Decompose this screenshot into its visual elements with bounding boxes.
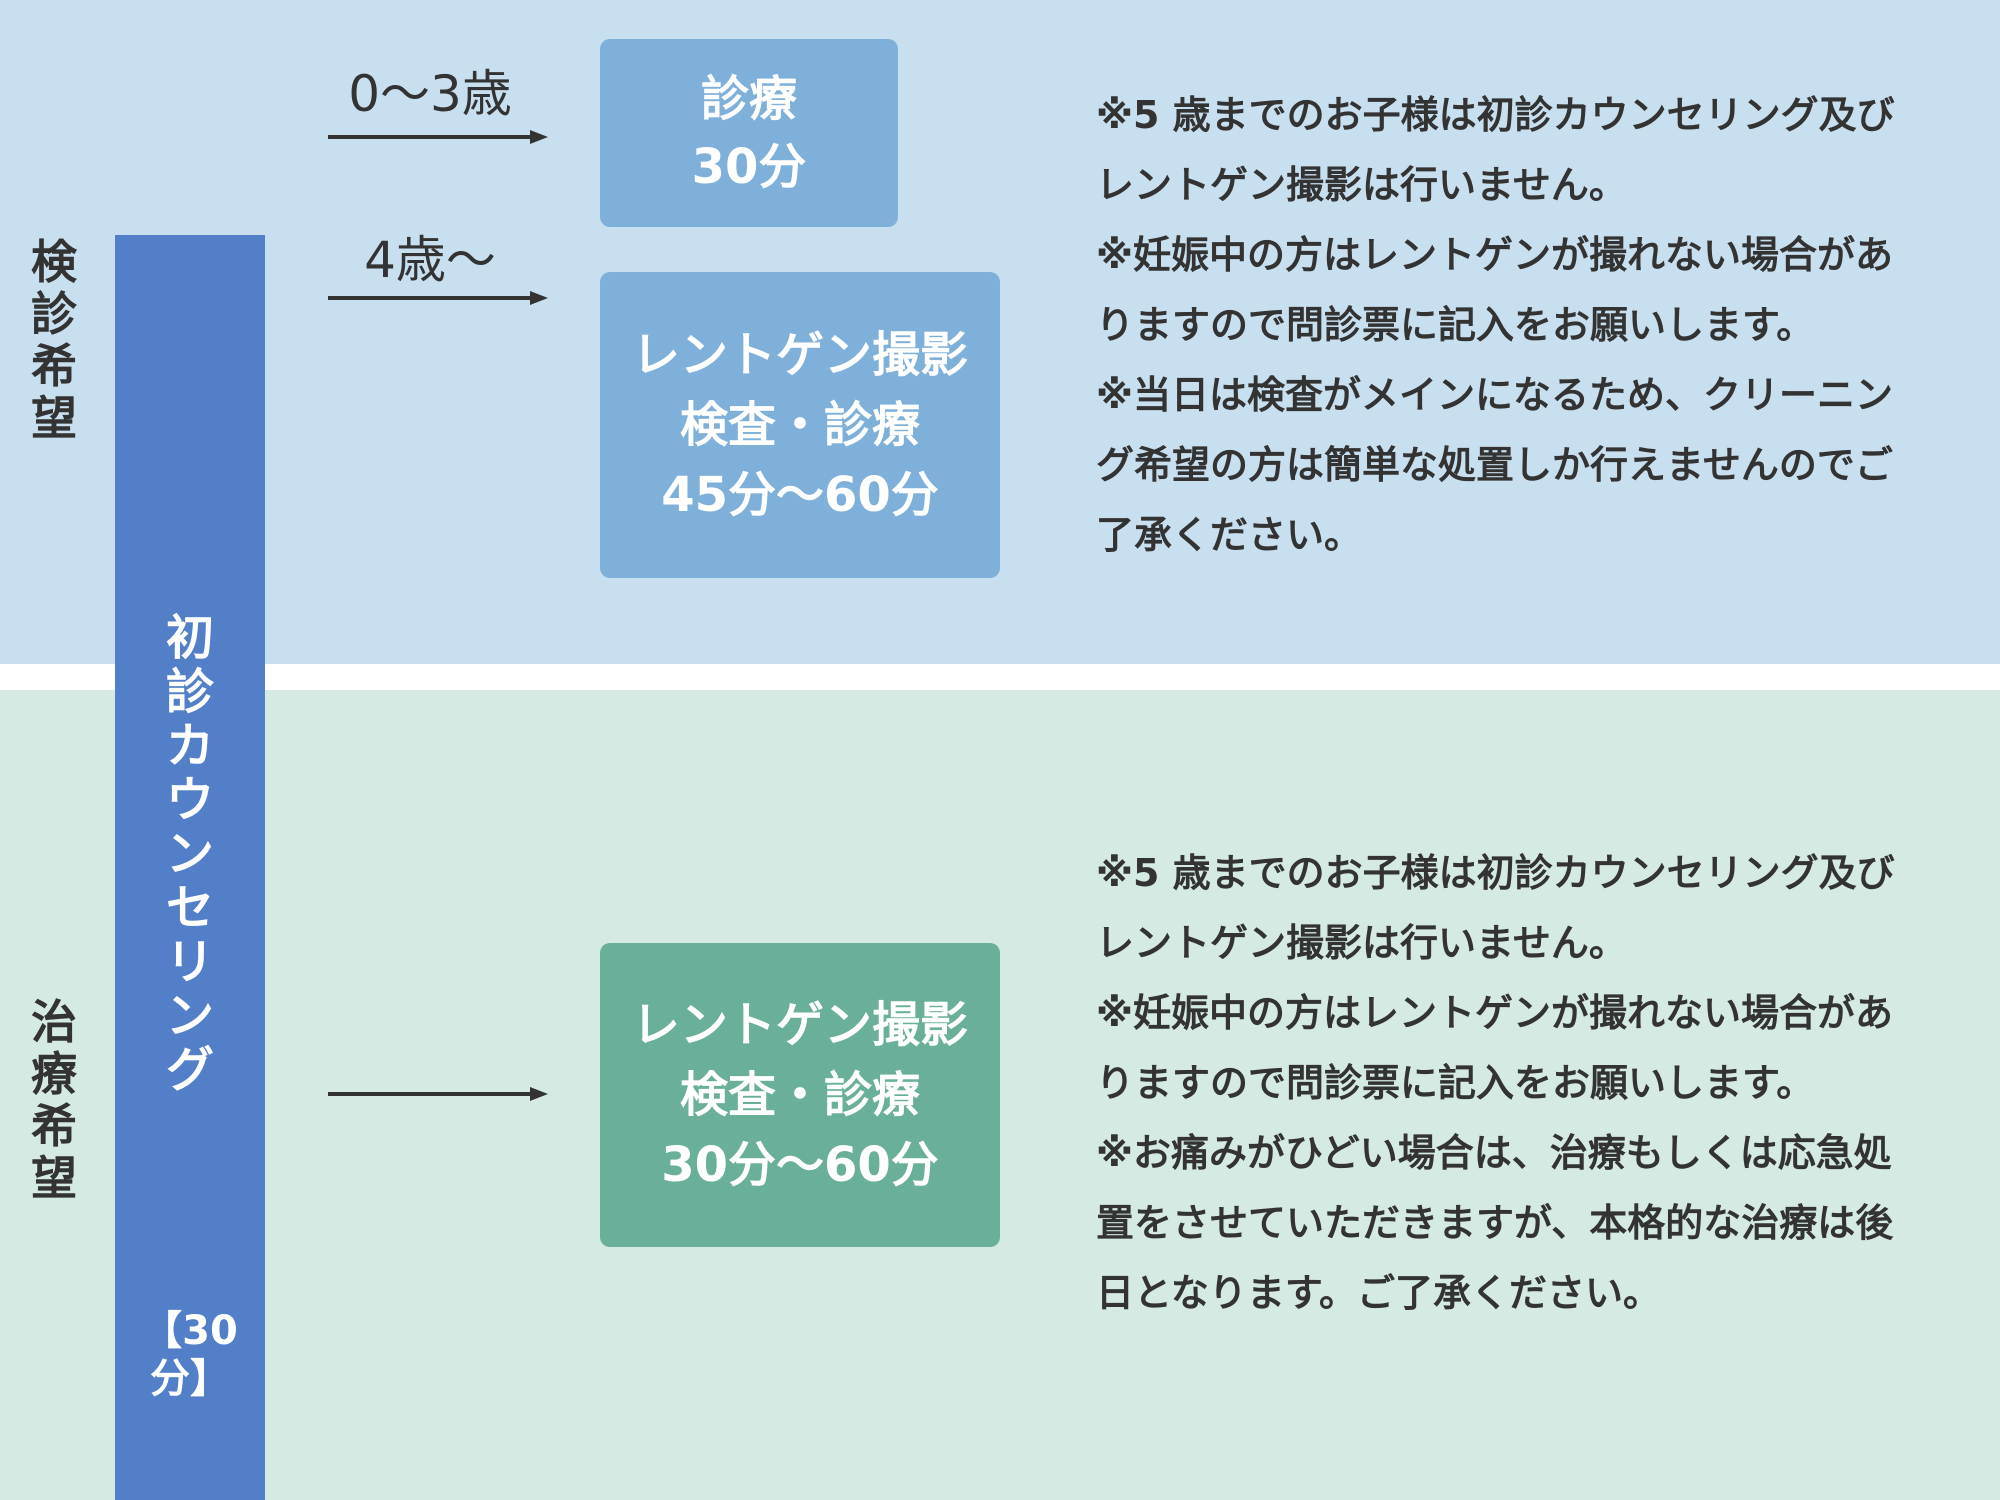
xray-exam-box-line3: 45分〜60分 <box>661 467 939 523</box>
xray-exam-box: レントゲン撮影 検査・診療 45分〜60分 <box>600 272 1000 578</box>
exam-note-2: ※妊娠中の方はレントゲンが撮れない場合がありますので問診票に記入をお願いします。 <box>1096 233 1893 347</box>
exam-note-3: ※当日は検査がメインになるため、クリーニング希望の方は簡単な処置しか行えませんの… <box>1096 373 1893 557</box>
xray-treatment-box: レントゲン撮影 検査・診療 30分〜60分 <box>600 943 1000 1247</box>
counsel-label-char: リ <box>165 934 214 990</box>
arrow-to-xray-exam-icon <box>328 291 548 305</box>
xray-exam-box-line1: レントゲン撮影 <box>631 327 968 383</box>
age-4-plus-label: 4歳〜 <box>364 231 496 289</box>
arrow-to-xray-treatment-icon <box>328 1087 548 1101</box>
xray-treatment-box-line2: 検査・診療 <box>679 1067 920 1123</box>
counsel-label-char: 診 <box>165 664 214 720</box>
counsel-label-char: ン <box>165 988 214 1044</box>
exam-note-1: ※5 歳までのお子様は初診カウンセリング及びレントゲン撮影は行いません。 <box>1096 93 1895 207</box>
exam-box-line1: 診療 <box>700 71 797 127</box>
treatment-note-3: ※お痛みがひどい場合は、治療もしくは応急処置をさせていただきますが、本格的な治療… <box>1096 1131 1894 1315</box>
counsel-label-char: セ <box>165 880 214 936</box>
exam-box-line2: 30分 <box>691 139 807 195</box>
counsel-label-char: カ <box>165 718 214 774</box>
exam-notes: ※5 歳までのお子様は初診カウンセリング及びレントゲン撮影は行いません。 ※妊娠… <box>1096 80 1896 570</box>
initial-counseling-label: 初診カウンセリング <box>115 611 265 1097</box>
counsel-label-char: グ <box>165 1042 214 1098</box>
exam-section-background <box>0 0 2000 664</box>
arrow-to-exam-icon <box>328 130 548 144</box>
treatment-notes: ※5 歳までのお子様は初診カウンセリング及びレントゲン撮影は行いません。 ※妊娠… <box>1096 838 1896 1328</box>
section-divider <box>0 664 2000 690</box>
exam-box: 診療 30分 <box>600 39 898 227</box>
exam-section-label: 検診希望 <box>31 235 77 445</box>
counsel-label-char: ウ <box>165 772 214 828</box>
initial-counseling-bar: 初診カウンセリング 【30分】 <box>115 235 265 1500</box>
treatment-note-2: ※妊娠中の方はレントゲンが撮れない場合がありますので問診票に記入をお願いします。 <box>1096 991 1893 1105</box>
xray-treatment-box-line1: レントゲン撮影 <box>631 997 968 1053</box>
treatment-note-1: ※5 歳までのお子様は初診カウンセリング及びレントゲン撮影は行いません。 <box>1096 851 1895 965</box>
counsel-label-char: 初 <box>165 610 214 666</box>
counsel-label-char: ン <box>165 826 214 882</box>
age-0-3-label: 0〜3歳 <box>348 65 512 123</box>
xray-exam-box-line2: 検査・診療 <box>679 397 920 453</box>
initial-counseling-duration: 【30分】 <box>142 1308 238 1402</box>
treatment-section-label: 治療希望 <box>31 995 77 1205</box>
xray-treatment-box-line3: 30分〜60分 <box>661 1137 939 1193</box>
